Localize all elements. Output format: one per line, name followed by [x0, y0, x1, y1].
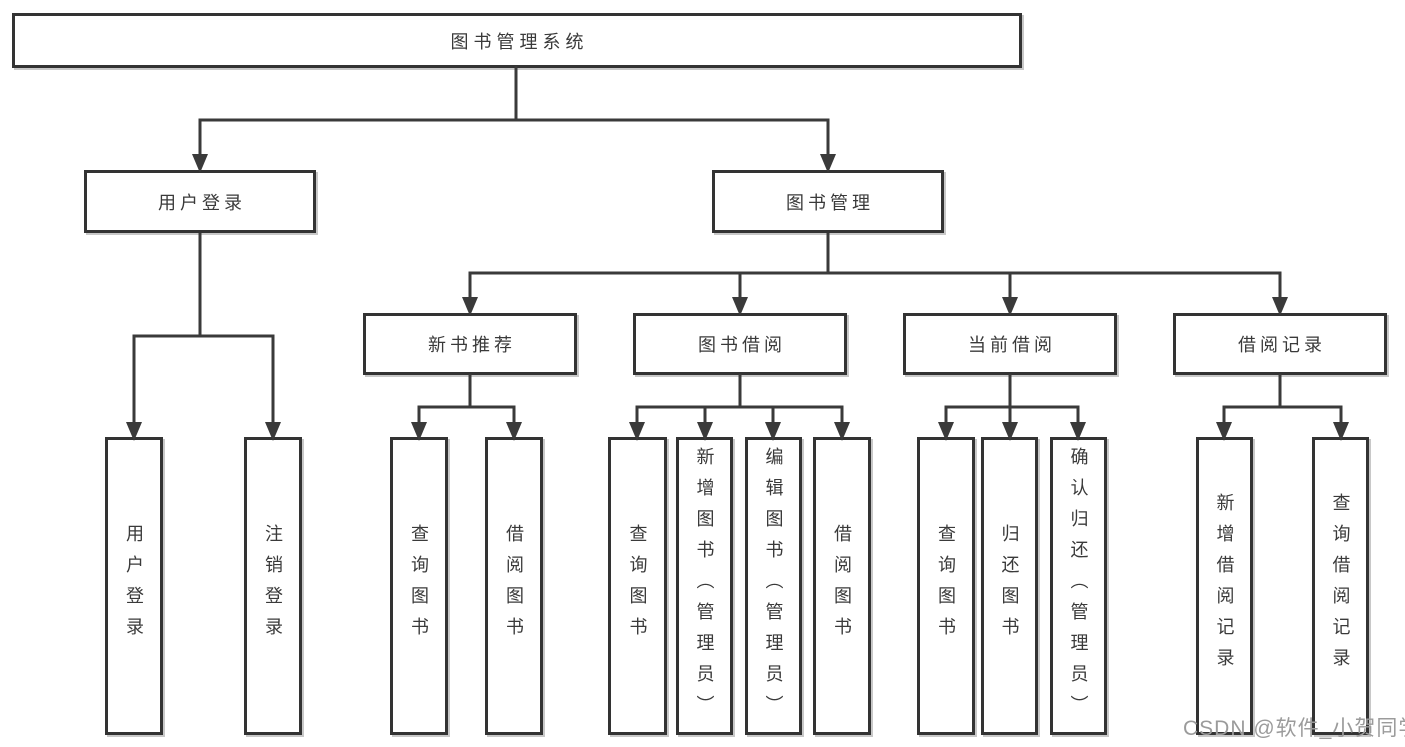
leaf-confirm-return-admin: 确认归还（管理员） — [1050, 437, 1107, 735]
node-borrow-records: 借阅记录 — [1173, 313, 1387, 375]
leaf-borrow-books-borrow: 借阅图书 — [813, 437, 871, 735]
leaf-user-login-label: 用户登录 — [124, 524, 144, 648]
leaf-user-login: 用户登录 — [105, 437, 163, 735]
node-new-book-recommend-label: 新书推荐 — [428, 335, 516, 355]
leaf-query-borrow-record-label: 查询借阅记录 — [1330, 493, 1351, 679]
connector-borrow-records-to-leaves — [1216, 374, 1349, 441]
connector-current-borrow-to-leaves — [938, 374, 1086, 441]
node-borrow-records-label: 借阅记录 — [1238, 335, 1326, 355]
leaf-logout: 注销登录 — [244, 437, 302, 735]
node-root: 图书管理系统 — [12, 13, 1022, 68]
node-user-login-label: 用户登录 — [158, 192, 246, 213]
leaf-query-books-current-label: 查询图书 — [936, 524, 956, 648]
connector-book-borrow-to-leaves — [629, 374, 850, 441]
leaf-return-book-label: 归还图书 — [999, 524, 1020, 648]
leaf-logout-label: 注销登录 — [263, 524, 283, 648]
node-book-borrow-label: 图书借阅 — [698, 335, 786, 355]
node-book-management: 图书管理 — [712, 170, 944, 233]
leaf-query-books-recommend-label: 查询图书 — [409, 524, 429, 648]
leaf-edit-book-admin-label: 编辑图书（管理员） — [763, 446, 784, 726]
leaf-return-book: 归还图书 — [981, 437, 1038, 735]
connector-new-book-to-leaves — [411, 374, 522, 441]
node-book-management-label: 图书管理 — [786, 192, 874, 213]
leaf-confirm-return-admin-label: 确认归还（管理员） — [1068, 446, 1089, 726]
leaf-add-borrow-record-label: 新增借阅记录 — [1214, 493, 1235, 679]
watermark: CSDN @软件_小贺同学 — [1183, 717, 1405, 740]
leaf-add-book-admin: 新增图书（管理员） — [676, 437, 733, 735]
node-book-borrow: 图书借阅 — [633, 313, 847, 375]
node-current-borrow-label: 当前借阅 — [968, 335, 1056, 355]
leaf-query-borrow-record: 查询借阅记录 — [1312, 437, 1369, 735]
node-current-borrow: 当前借阅 — [903, 313, 1117, 375]
node-root-label: 图书管理系统 — [450, 31, 589, 52]
leaf-edit-book-admin: 编辑图书（管理员） — [745, 437, 802, 735]
leaf-query-books-borrow-label: 查询图书 — [627, 524, 648, 648]
leaf-add-borrow-record: 新增借阅记录 — [1196, 437, 1253, 735]
leaf-borrow-books-recommend-label: 借阅图书 — [504, 524, 524, 648]
connector-root-to-level2 — [192, 66, 836, 173]
node-user-login: 用户登录 — [84, 170, 316, 233]
leaf-add-book-admin-label: 新增图书（管理员） — [694, 446, 715, 726]
node-new-book-recommend: 新书推荐 — [363, 313, 577, 375]
connector-user-login-to-leaves — [126, 233, 281, 441]
leaf-query-books-borrow: 查询图书 — [608, 437, 667, 735]
leaf-borrow-books-recommend: 借阅图书 — [485, 437, 543, 735]
connector-book-management-to-level3 — [462, 233, 1288, 316]
leaf-query-books-recommend: 查询图书 — [390, 437, 448, 735]
leaf-borrow-books-borrow-label: 借阅图书 — [832, 524, 852, 648]
leaf-query-books-current: 查询图书 — [917, 437, 975, 735]
